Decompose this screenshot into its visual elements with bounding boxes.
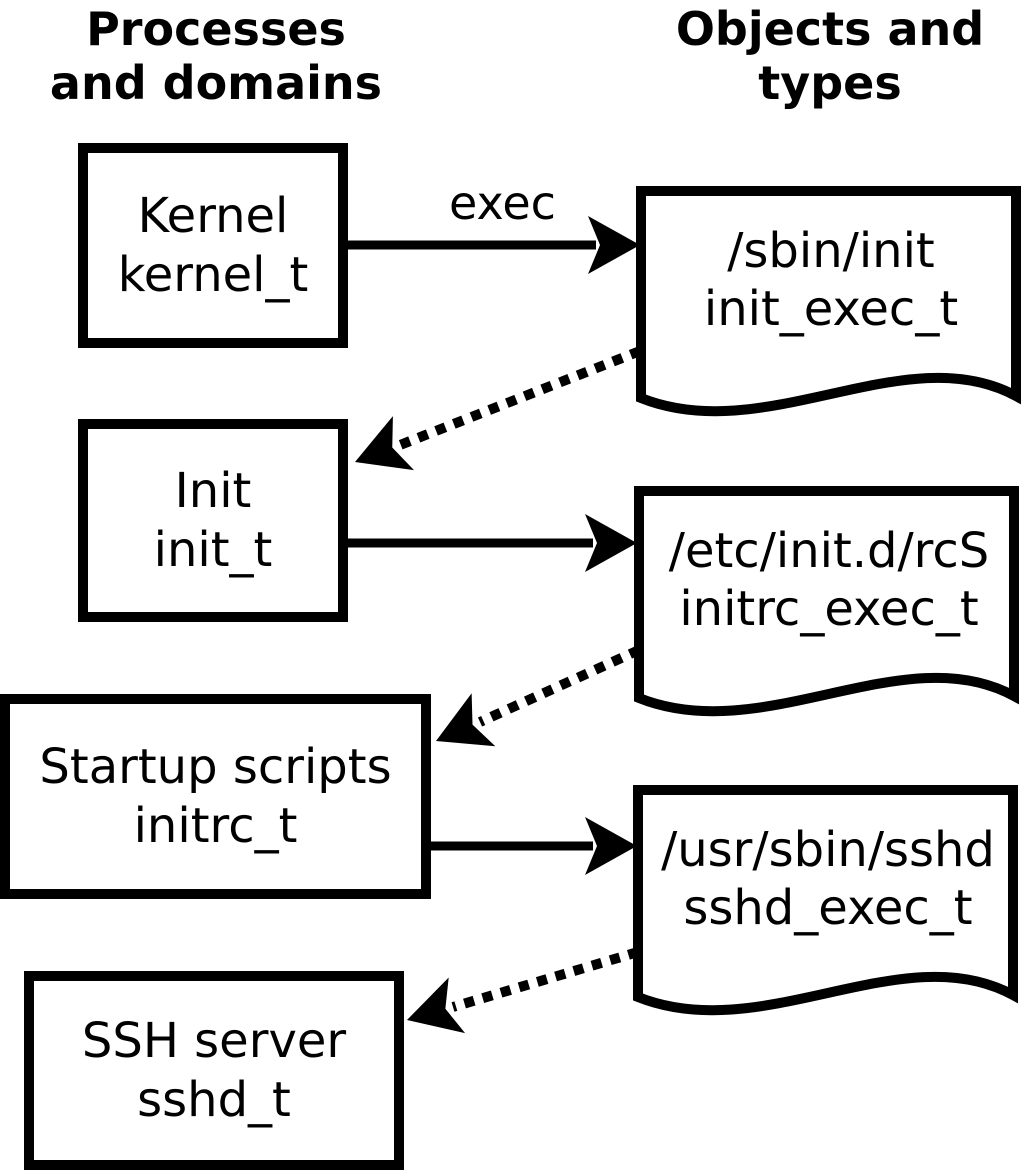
transition-arrow-sshd-exec-to-sshd xyxy=(407,947,640,1034)
process-box-kernel: Kernel kernel_t xyxy=(78,143,348,348)
transition-arrow-sbin-init-to-init xyxy=(355,346,642,471)
object-type: sshd_exec_t xyxy=(683,880,973,936)
document-shape-icon xyxy=(636,186,1021,417)
object-doc-usr-sbin-sshd: /usr/sbin/sshd sshd_exec_t xyxy=(633,785,1023,1043)
header-line: and domains xyxy=(49,56,383,110)
header-line: Processes xyxy=(86,2,346,56)
object-path: /etc/init.d/rcS xyxy=(668,523,990,579)
process-domain-type: init_t xyxy=(153,521,273,578)
object-path: /sbin/init xyxy=(727,223,935,279)
exec-arrow-label: exec xyxy=(449,176,556,230)
exec-arrow-init-to-rcs xyxy=(344,514,637,572)
object-doc-etc-initd-rcs: /etc/init.d/rcS initrc_exec_t xyxy=(634,486,1024,744)
process-name: SSH server xyxy=(81,1012,347,1069)
document-shape-icon xyxy=(634,486,1019,717)
object-type: initrc_exec_t xyxy=(679,581,979,637)
process-domain-type: initrc_t xyxy=(133,797,298,854)
column-header-objects: Objects and types xyxy=(620,2,1024,110)
process-box-ssh-server: SSH server sshd_t xyxy=(24,971,404,1170)
header-line: types xyxy=(758,56,902,110)
process-name: Init xyxy=(174,462,252,519)
document-shape-icon xyxy=(633,785,1018,1016)
object-type: init_exec_t xyxy=(703,281,959,337)
object-path: /usr/sbin/sshd xyxy=(661,822,995,878)
column-header-processes: Processes and domains xyxy=(0,2,432,110)
process-name: Startup scripts xyxy=(39,738,392,795)
object-doc-sbin-init: /sbin/init init_exec_t xyxy=(636,186,1024,444)
process-box-init: Init init_t xyxy=(78,419,348,622)
process-name: Kernel xyxy=(137,187,289,244)
process-box-startup-scripts: Startup scripts initrc_t xyxy=(0,694,431,899)
process-domain-type: sshd_t xyxy=(137,1071,291,1128)
process-domain-type: kernel_t xyxy=(117,246,309,303)
exec-arrow-initrc-to-sshd xyxy=(427,817,637,875)
transition-arrow-rcs-to-initrc xyxy=(436,645,642,747)
header-line: Objects and xyxy=(675,2,985,56)
